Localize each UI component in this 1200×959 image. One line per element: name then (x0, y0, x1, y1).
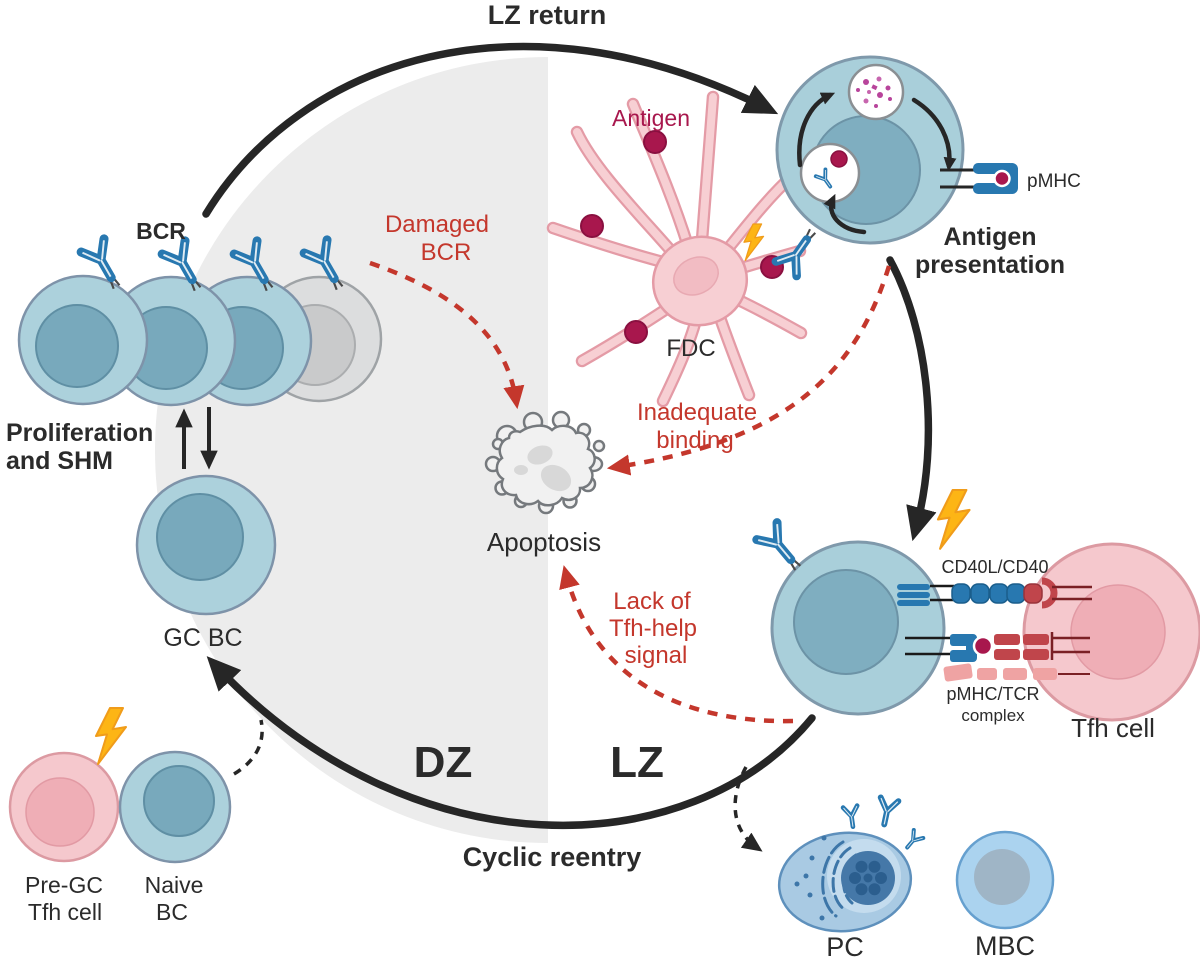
antigen-presentation-label-1: Antigen (943, 223, 1036, 251)
damaged-bcr-label-2: BCR (421, 239, 472, 266)
fdc-label: FDC (666, 335, 715, 362)
pmhc-tcr-label-2: complex (961, 706, 1025, 725)
tfh-cell-label: Tfh cell (1071, 713, 1155, 743)
pmhc-tcr-label-1: pMHC/TCR (947, 684, 1040, 704)
lz-return-label: LZ return (488, 0, 607, 30)
mbc-label: MBC (975, 931, 1035, 959)
gc-bc-label: GC BC (163, 624, 242, 652)
lack-tfh-label-2: Tfh-help (609, 615, 697, 642)
pre-gc-label-2: Tfh cell (28, 899, 102, 925)
pre-gc-label-1: Pre-GC (25, 872, 103, 898)
pmhc-complex (940, 163, 1018, 194)
secreted-antibody-3 (903, 830, 924, 851)
cd40-label: CD40L/CD40 (941, 557, 1048, 577)
cyclic-reentry-arrow (206, 656, 816, 830)
proliferation-arrows (175, 407, 218, 470)
costimulatory-receptors (943, 663, 1057, 682)
antigen-capture-arrow (886, 256, 937, 542)
fdc-cell (546, 90, 808, 408)
apoptosis-fate-arrows (369, 260, 892, 724)
inadequate-binding-label-1: Inadequate (637, 399, 757, 426)
tfh-cell (1022, 542, 1200, 722)
pre-gc-tfh-cell (8, 751, 120, 863)
proliferating-b-cells (17, 239, 383, 407)
plasma-cell (777, 797, 924, 933)
inadequate-binding-arrow (606, 265, 892, 476)
internalization-arrows (797, 92, 957, 235)
fdc-nucleus (673, 256, 719, 296)
differentiation-dashed-arrow (733, 766, 763, 852)
naive-entry-dashed-arrow (233, 719, 264, 776)
dark-zone-region (155, 57, 548, 843)
antigen-presentation-label-2: presentation (915, 251, 1065, 279)
proliferation-label-1: Proliferation (6, 419, 153, 447)
pc-label: PC (826, 932, 864, 959)
gc-b-cell (135, 474, 277, 616)
cyclic-reentry-label: Cyclic reentry (463, 842, 642, 872)
naive-b-cell (118, 750, 232, 864)
lack-tfh-help-arrow (559, 565, 794, 724)
inadequate-binding-label-2: binding (656, 427, 733, 454)
er-ribosomes (794, 835, 827, 921)
lack-tfh-label-3: signal (625, 642, 688, 669)
antigen-fragments (856, 76, 892, 108)
secreted-antibody-1 (843, 806, 860, 828)
naive-bc-label-2: BC (156, 899, 188, 925)
naive-bc-label-1: Naive (145, 872, 204, 898)
lz-return-arrow (202, 42, 779, 218)
memory-b-cell (955, 830, 1055, 930)
secreted-antibody-2 (875, 797, 898, 826)
lightning-icon-priming (95, 707, 127, 765)
antigen-label: Antigen (612, 105, 690, 131)
apoptosis-blob (484, 410, 606, 515)
lack-tfh-label-1: Lack of (613, 588, 691, 615)
dz-watermark: DZ (414, 738, 473, 787)
lightning-icon-tfh-help (936, 488, 971, 550)
bcr-label: BCR (136, 218, 186, 244)
pmhc-tcr-complex (905, 632, 1090, 682)
antigen-presentation-cell (775, 55, 1018, 245)
lz-watermark: LZ (610, 738, 664, 787)
pmhc-label: pMHC (1027, 171, 1081, 192)
apoptosis-label: Apoptosis (487, 527, 601, 557)
damaged-bcr-label-1: Damaged (385, 211, 489, 238)
clockface-nucleus (841, 851, 895, 905)
lz-b-cell (770, 540, 946, 716)
cd40l-cd40-complex (897, 577, 1092, 609)
proliferation-label-2: and SHM (6, 447, 113, 475)
